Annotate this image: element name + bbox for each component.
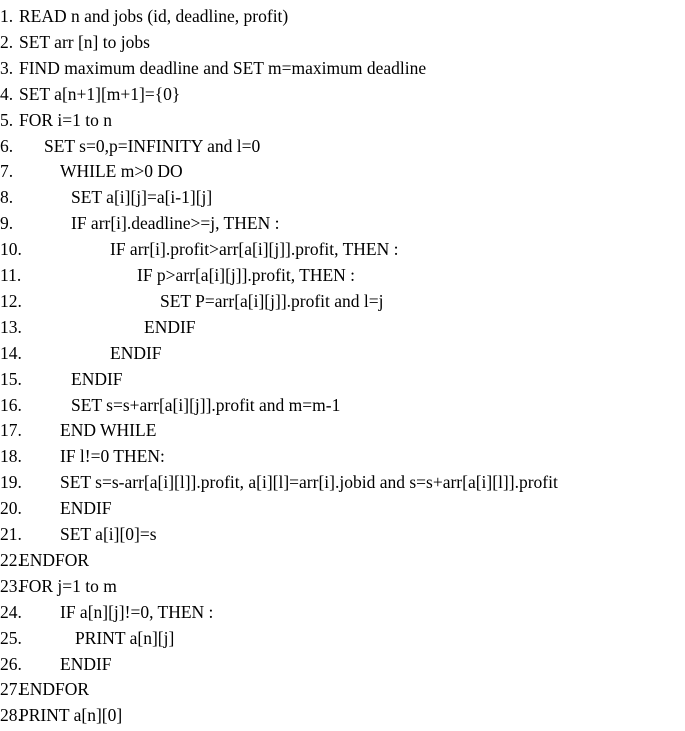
line-number: 17. (0, 420, 22, 441)
line-number: 15. (0, 368, 22, 389)
line-code: SET s=s-arr[a[i][l]].profit, a[i][l]=arr… (60, 472, 558, 493)
algorithm-line: 1.READ n and jobs (id, deadline, profit) (0, 3, 685, 29)
line-code: READ n and jobs (id, deadline, profit) (19, 6, 289, 26)
line-number: 19. (0, 472, 22, 493)
line-code: SET a[i][0]=s (60, 524, 157, 544)
line-code: WHILE m>0 DO (60, 161, 183, 182)
line-code: SET s=s+arr[a[i][j]].profit and m=m-1 (71, 394, 341, 415)
line-code: SET arr [n] to jobs (19, 31, 150, 52)
line-number: 14. (0, 342, 22, 363)
line-number: 24. (0, 601, 22, 622)
line-number: 9. (0, 213, 14, 234)
line-number: 5. (0, 109, 14, 130)
algorithm-line: 6. SET s=0,p=INFINITY and l=0 (0, 133, 685, 159)
line-code: PRINT a[n][0] (19, 705, 123, 726)
algorithm-line: 20. ENDIF (0, 495, 685, 521)
algorithm-line: 25. PRINT a[n][j] (0, 625, 685, 651)
line-number: 1. (0, 6, 14, 26)
line-code: SET a[n+1][m+1]={0} (19, 83, 181, 104)
line-number: 27. (0, 679, 22, 700)
algorithm-line: 10. IF arr[i].profit>arr[a[i][j]].profit,… (0, 236, 685, 262)
line-code: FOR i=1 to n (19, 109, 113, 130)
line-number: 16. (0, 394, 22, 415)
algorithm-line: 18. IF l!=0 THEN: (0, 443, 685, 469)
algorithm-line: 14. ENDIF (0, 340, 685, 366)
line-code: IF a[n][j]!=0, THEN : (60, 601, 214, 622)
line-number: 12. (0, 290, 22, 311)
line-number: 28. (0, 705, 22, 726)
algorithm-line: 19. SET s=s-arr[a[i][l]].profit, a[i][l]=… (0, 469, 685, 495)
line-code: ENDFOR (19, 679, 90, 700)
line-code: IF l!=0 THEN: (60, 446, 165, 467)
line-number: 18. (0, 446, 22, 467)
algorithm-line: 21. SET a[i][0]=s (0, 521, 685, 547)
algorithm-line: 22.ENDFOR (0, 547, 685, 573)
line-code: IF p>arr[a[i][j]].profit, THEN : (137, 265, 356, 285)
algorithm-line: 7. WHILE m>0 DO (0, 158, 685, 184)
algorithm-line: 17. END WHILE (0, 417, 685, 443)
line-code: FIND maximum deadline and SET m=maximum … (19, 57, 427, 78)
line-number: 4. (0, 83, 14, 104)
line-code: ENDIF (144, 316, 196, 337)
line-code: PRINT a[n][j] (75, 627, 175, 648)
line-number: 23. (0, 575, 22, 596)
algorithm-line: 3.FIND maximum deadline and SET m=maximu… (0, 55, 685, 81)
algorithm-line: 4.SET a[n+1][m+1]={0} (0, 81, 685, 107)
line-number: 20. (0, 498, 22, 519)
line-code: IF arr[i].profit>arr[a[i][j]].profit, TH… (110, 239, 399, 260)
line-number: 13. (0, 316, 22, 337)
algorithm-line: 5.FOR i=1 to n (0, 107, 685, 133)
algorithm-line: 9. IF arr[i].deadline>=j, THEN : (0, 210, 685, 236)
line-code: ENDIF (60, 653, 112, 674)
line-number: 21. (0, 524, 22, 544)
algorithm-line: 13. ENDIF (0, 314, 685, 340)
algorithm-line: 28.PRINT a[n][0] (0, 702, 685, 728)
line-number: 8. (0, 187, 14, 208)
line-code: ENDIF (110, 342, 162, 363)
line-number: 6. (0, 135, 14, 156)
algorithm-line: 2.SET arr [n] to jobs (0, 29, 685, 55)
line-code: SET a[i][j]=a[i-1][j] (71, 187, 213, 208)
line-number: 10. (0, 239, 22, 260)
line-number: 22. (0, 549, 22, 570)
algorithm-line: 27.ENDFOR (0, 676, 685, 702)
line-code: ENDFOR (19, 549, 90, 570)
algorithm-line: 24. IF a[n][j]!=0, THEN : (0, 599, 685, 625)
algorithm-line: 15. ENDIF (0, 366, 685, 392)
line-number: 25. (0, 627, 22, 648)
line-code: SET P=arr[a[i][j]].profit and l=j (160, 290, 384, 311)
algorithm-line: 23.FOR j=1 to m (0, 573, 685, 599)
line-number: 2. (0, 31, 14, 52)
line-code: FOR j=1 to m (19, 575, 117, 596)
line-number: 26. (0, 653, 22, 674)
algorithm-line: 26. ENDIF (0, 651, 685, 677)
algorithm-line: 16. SET s=s+arr[a[i][j]].profit and m=m-1 (0, 392, 685, 418)
algorithm-line: 8. SET a[i][j]=a[i-1][j] (0, 184, 685, 210)
line-code: ENDIF (60, 498, 112, 519)
line-code: SET s=0,p=INFINITY and l=0 (44, 135, 261, 156)
line-code: IF arr[i].deadline>=j, THEN : (71, 213, 280, 234)
line-code: ENDIF (71, 368, 123, 389)
algorithm-line: 11. IF p>arr[a[i][j]].profit, THEN : (0, 262, 685, 288)
line-number: 3. (0, 57, 14, 78)
line-number: 7. (0, 161, 14, 182)
line-number: 11. (0, 265, 22, 285)
algorithm-line: 12. SET P=arr[a[i][j]].profit and l=j (0, 288, 685, 314)
line-code: END WHILE (60, 420, 157, 441)
